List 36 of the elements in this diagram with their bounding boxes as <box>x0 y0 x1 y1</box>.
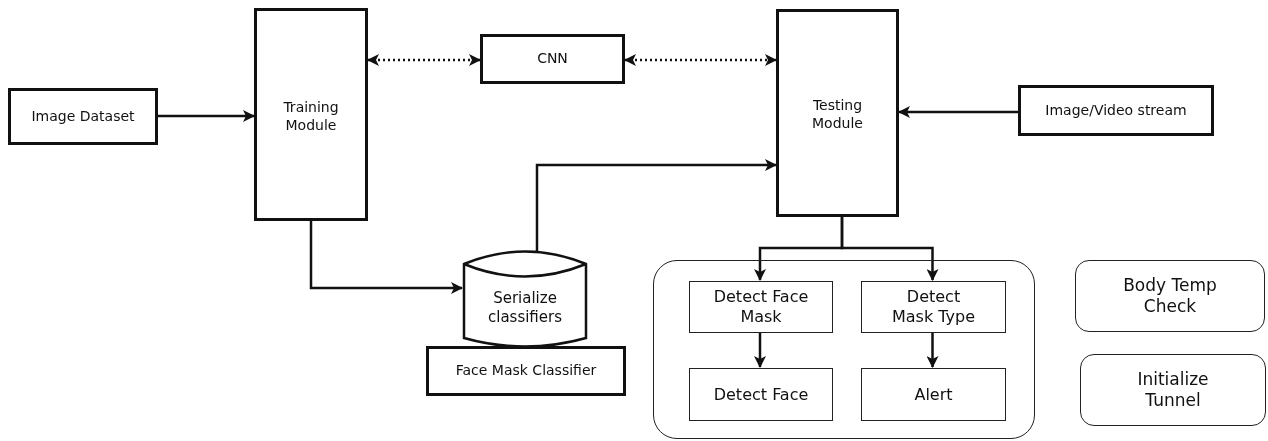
process-box <box>8 88 158 145</box>
node-label: Alert <box>914 384 953 405</box>
rounded-box <box>1075 260 1265 332</box>
rounded-box <box>1080 354 1266 426</box>
node-label: Detect Mask Type <box>890 287 976 327</box>
database-cylinder <box>462 247 588 347</box>
node-label: CNN <box>537 50 568 68</box>
node-label: Detect Face <box>713 384 809 405</box>
node-label: Face Mask Classifier <box>455 362 597 380</box>
arrow <box>158 110 255 122</box>
node-label: Image/Video stream <box>1045 101 1187 120</box>
arrow <box>754 332 766 368</box>
arrow <box>309 221 463 294</box>
process-box <box>861 368 1006 421</box>
node-label: Image Dataset <box>31 107 135 126</box>
arrow <box>898 106 1018 118</box>
node-label: Initialize Tunnel <box>1136 368 1210 412</box>
arrow <box>367 54 481 66</box>
process-box <box>426 346 626 396</box>
process-box <box>861 281 1006 333</box>
arrow <box>535 159 777 251</box>
node-label: Body Temp Check <box>1122 274 1218 318</box>
process-box <box>480 34 625 84</box>
process-box <box>689 368 833 421</box>
process-box <box>689 281 833 333</box>
node-label: Serialize classifiers <box>486 289 564 327</box>
arrow <box>840 217 939 281</box>
module-box <box>776 9 899 217</box>
node-label: Testing Module <box>811 97 864 132</box>
process-box <box>1018 85 1214 136</box>
group-container <box>653 260 1035 439</box>
node-label: Detect Face Mask <box>713 287 809 327</box>
arrow <box>624 54 777 66</box>
node-label: Training Module <box>282 99 340 134</box>
arrow <box>926 332 939 368</box>
module-box <box>254 8 368 221</box>
